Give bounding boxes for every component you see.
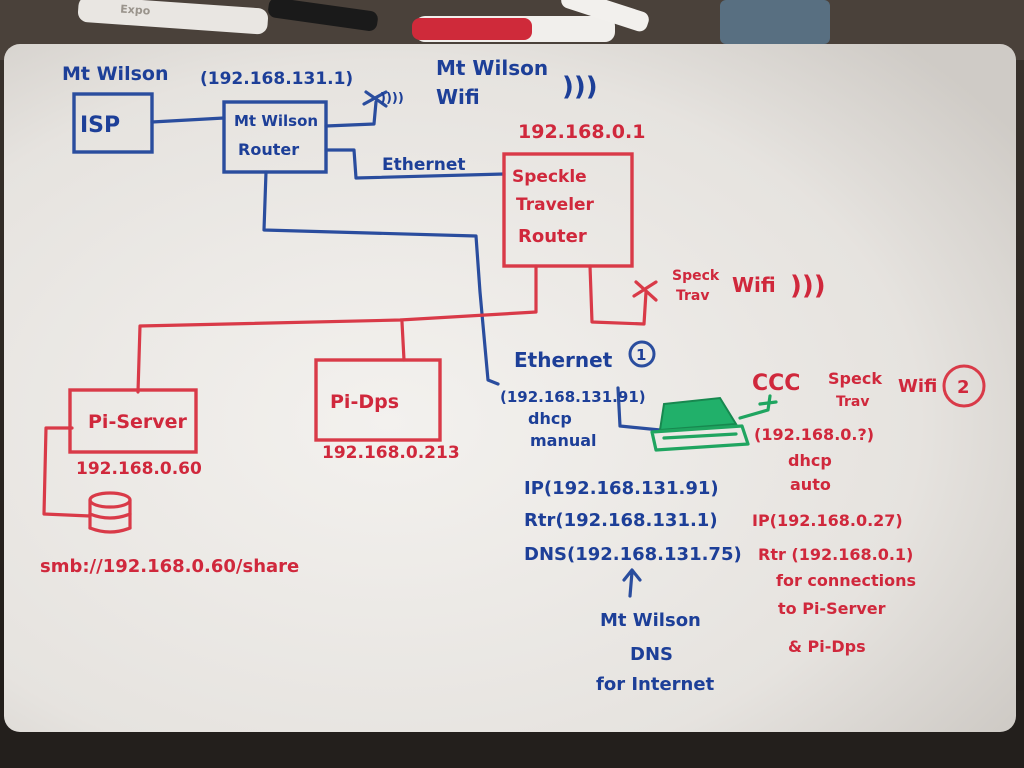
mt-wilson-wifi-waves: ))) [562,72,598,102]
laptop-wifi-ip: (192.168.0.?) [754,425,874,444]
speck-trav-wifi-line2: Trav [676,288,710,304]
speckle-router-box [502,152,634,268]
red-network [42,152,778,534]
laptop-wifi-mode2: auto [790,475,831,494]
speck-trav-wifi-line1: Speck [672,268,720,284]
pi-server-label: Pi-Server [88,411,188,433]
blue-network [72,90,662,598]
router-to-laptop-line [262,170,500,386]
speckle-antenna-icon [632,280,658,302]
laptop-ethernet-rtr-line: Rtr(192.168.131.1) [524,510,718,531]
white-marker [561,0,649,32]
whiteboard [4,44,1016,732]
laptop-ethernet-label: Ethernet [514,348,613,372]
mt-wilson-wifi-line1: Mt Wilson [436,56,548,80]
badge-1-text: 1 [636,346,646,364]
laptop-ethernet-dns-line: DNS(192.168.131.75) [524,544,742,565]
mt-wilson-router-line1: Mt Wilson [234,112,318,130]
laptop-icon [650,396,750,452]
isp-to-router-line [150,116,226,124]
router-antenna-line [324,100,378,128]
expo-marker [77,0,268,35]
badge-2-text: 2 [957,377,970,398]
mt-wilson-router-line2: Router [238,140,299,159]
note-line1: for connections [776,571,916,590]
laptop-wifi-line [738,394,772,420]
laptop-wifi-rtr-line: Rtr (192.168.0.1) [758,545,913,564]
laptop-ethernet-mode2: manual [530,431,597,450]
to-pi-dps-line [400,320,406,362]
badge-1-circle [628,340,656,368]
speck-trav-wifi-word: Wifi [732,273,776,297]
ethernet-label: Ethernet [382,155,466,175]
speckle-router-line3: Router [518,226,587,247]
mt-wilson-wifi-line2: Wifi [436,85,480,109]
speck-trav-wifi-waves: ))) [790,271,826,301]
pi-server-box [68,388,198,454]
dns-arrow [622,568,642,598]
laptop-ethernet-ip-line: IP(192.168.131.91) [524,478,719,499]
desk-markers: Expo [77,0,830,44]
speckle-router-ip: 192.168.0.1 [518,121,645,143]
laptop-ethernet-mode1: dhcp [528,409,572,428]
laptop-ethernet-ip: (192.168.131.91) [500,388,646,406]
ethernet-to-speckle-line [324,148,506,180]
pi-dps-ip: 192.168.0.213 [322,443,460,463]
dns-source-line2: DNS [630,644,673,665]
speckle-router-line1: Speckle [512,167,587,187]
router-antenna-icon [362,90,388,108]
mt-wilson-router-ip: (192.168.131.1) [200,69,353,89]
isp-provider-label: Mt Wilson [62,63,168,85]
pi-dps-box [314,358,442,442]
speckle-antenna-line [588,264,648,326]
expo-marker-label: Expo [120,3,151,18]
badge-2-circle [942,364,986,408]
laptop-wifi-mode1: dhcp [788,451,832,470]
laptop-wifi-ip-line: IP(192.168.0.27) [752,511,903,530]
laptop-wifi-antenna [758,400,778,406]
mt-wilson-router-box [222,100,328,174]
dns-source-line1: Mt Wilson [600,610,701,631]
scissors [720,0,830,44]
disk-icon [88,491,132,534]
red-marker-cap [412,18,532,40]
smb-share-path: smb://192.168.0.60/share [40,556,299,577]
black-marker [268,0,378,31]
speckle-router-line2: Traveler [516,195,595,215]
note-line2: to Pi-Server [778,599,886,618]
speckle-to-devices-line [136,264,538,394]
laptop-wifi-line1: Speck [828,369,882,388]
pi-dps-label: Pi-Dps [330,391,399,413]
pi-server-ip: 192.168.0.60 [76,459,202,479]
laptop-wifi-waves: CCC [752,371,800,396]
router-antenna-waves: )))) [380,91,404,106]
laptop-wifi-line2: Trav [836,394,870,410]
laptop-ethernet-line [616,386,662,432]
laptop-wifi-word: Wifi [898,376,937,397]
note-line3: & Pi-Dps [788,637,866,656]
server-to-disk-line [42,426,92,518]
isp-box-label: ISP [80,113,120,138]
dns-source-line3: for Internet [596,674,715,695]
